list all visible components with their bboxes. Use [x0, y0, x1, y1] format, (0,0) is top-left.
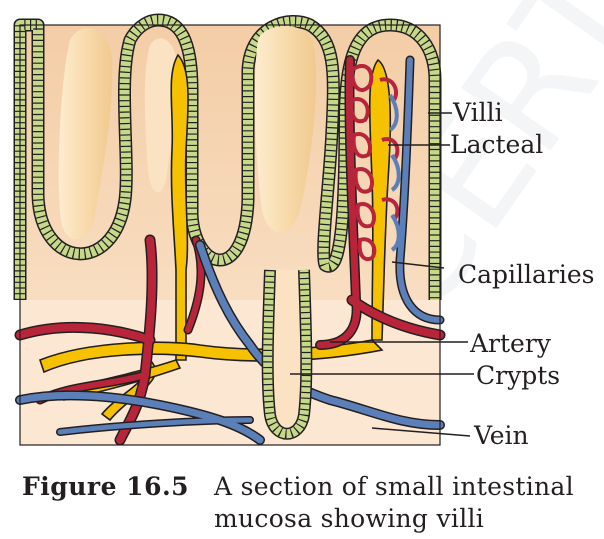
villus-lumen-left	[144, 38, 179, 193]
villus-middle	[254, 26, 317, 233]
diagram-frame	[19, 24, 441, 446]
caption-indent	[22, 503, 214, 535]
venule-network	[388, 93, 401, 252]
label-capillaries: Capillaries	[458, 260, 595, 289]
figure-number: Figure 16.5	[22, 472, 190, 501]
caption-line-2: mucosa showing villi	[214, 504, 485, 533]
leader-lines	[290, 112, 474, 437]
label-villi: Villi	[452, 98, 503, 127]
label-lacteal: Lacteal	[450, 130, 543, 159]
label-vein: Vein	[473, 421, 529, 450]
label-artery: Artery	[469, 329, 552, 358]
caption-line-1: A section of small intestinal	[214, 472, 574, 501]
label-crypts: Crypts	[476, 361, 560, 390]
figure-caption: Figure 16.5 A section of small intestina…	[22, 471, 597, 535]
villi-diagram: NCERT	[13, 0, 604, 450]
villus-left	[58, 28, 113, 240]
